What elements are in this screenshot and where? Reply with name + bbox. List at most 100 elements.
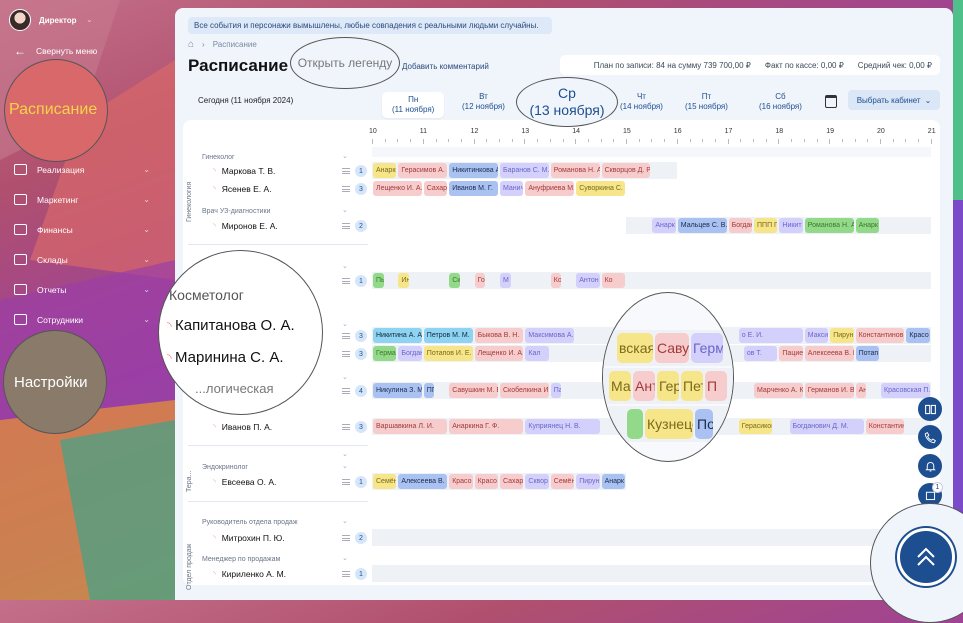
appointment[interactable]: П [705,371,727,401]
appointment[interactable]: Анаркина Г. Ф. [449,419,524,434]
tab-day-mon[interactable]: Пн(11 ноября) [382,92,445,118]
appointment[interactable] [627,409,643,439]
appointment[interactable]: Антон [576,273,600,288]
collapse-menu-button[interactable]: ← Свернуть меню [14,44,150,58]
chevron-down-icon[interactable]: ⌄ [342,153,348,160]
sidebar-item-1[interactable]: Маркетинг⌄ [14,194,150,205]
menu-lines-icon[interactable] [342,333,350,339]
menu-lines-icon[interactable] [342,571,350,577]
appointment[interactable]: Манич [500,181,524,196]
appointment[interactable]: Ма [609,371,631,401]
appointment[interactable]: Потап [855,346,879,361]
appointment[interactable]: Скобелкина И. [500,383,549,398]
appointment[interactable]: Баранов С. М. [500,163,549,178]
chevron-down-icon[interactable]: ⌄ [342,263,348,270]
staff-name[interactable]: ◝Маркова Т. В. [213,166,275,176]
appointment[interactable]: Ан [855,383,867,398]
appointment[interactable]: Красо [906,328,930,343]
avatar[interactable] [9,9,31,31]
menu-lines-icon[interactable] [342,351,350,357]
appointment[interactable]: Быкова В. Н. [474,328,524,343]
chevron-down-icon[interactable]: ⌄ [342,518,348,525]
appointment[interactable]: Лещенко И. А. [373,181,422,196]
appointment[interactable]: Красо [449,474,473,489]
appointment[interactable]: о Е. И. [738,328,803,343]
appointment[interactable]: Семён [373,474,397,489]
menu-lines-icon[interactable] [342,479,350,485]
appointment[interactable]: ПГ [423,383,435,398]
appointment[interactable]: М [500,273,511,288]
appointment[interactable]: Красо [474,474,498,489]
appointment[interactable]: Богданович Д. М. [789,419,864,434]
menu-lines-icon[interactable] [342,424,350,430]
appointment[interactable]: Романова Н. А. [804,218,854,233]
appointment[interactable]: Ин [398,273,410,288]
appointment[interactable]: Ко [601,273,625,288]
appointment[interactable]: Варшавкина Л. И. [373,419,448,434]
appointment[interactable]: Иванов М. Г. [449,181,498,196]
tab-day-tue[interactable]: Вт(12 ноября) [462,92,505,111]
appointment[interactable]: Максимова А. [525,328,575,343]
staff-name[interactable]: ◝Евсеева О. А. [213,477,276,487]
appointment[interactable]: Алексеева В. В. [398,474,448,489]
select-cabinet-dropdown[interactable]: Выбрать кабинет⌄ [848,90,940,110]
chevron-down-icon[interactable]: ⌄ [86,15,93,24]
appointment[interactable]: Куприянец Н. В. [525,419,600,434]
sidebar-item-4[interactable]: Отчеты⌄ [14,284,150,295]
appointment[interactable]: вская П. [617,333,653,363]
chevron-down-icon[interactable]: ⌄ [342,463,348,470]
menu-lines-icon[interactable] [342,168,350,174]
sidebar-item-2[interactable]: Финансы⌄ [14,224,150,235]
menu-lines-icon[interactable] [342,278,350,284]
appointment[interactable]: Никитинкова А. [449,163,498,178]
appointment[interactable]: Петро [681,371,703,401]
notifications-button[interactable] [918,454,942,478]
chevron-down-icon[interactable]: ⌄ [342,207,348,214]
appointment[interactable]: Герасимов А. А. [398,163,448,178]
sidebar-item-schedule[interactable]: Расписание [9,101,98,118]
appointment[interactable]: Кузнецов А. А. [645,409,693,439]
sidebar-item-0[interactable]: Реализация⌄ [14,164,150,175]
appointment[interactable]: Пирун [830,328,854,343]
appointment[interactable]: Суворкина С. [576,181,625,196]
appointment[interactable]: Никит [779,218,803,233]
appointment[interactable]: Савуш [655,333,689,363]
appointment[interactable]: Мальцев С. В. [677,218,727,233]
appointment[interactable]: ППП П [754,218,778,233]
appointment[interactable]: Ко [550,273,562,288]
appointment[interactable]: Герасиков [738,419,773,434]
menu-lines-icon[interactable] [342,223,350,229]
appointment[interactable]: Пацие [779,346,803,361]
add-comment-link[interactable]: Добавить комментарий [402,62,489,71]
appointment[interactable]: Константинов [855,328,905,343]
appointment[interactable]: Лещенко И. А. [474,346,524,361]
appointment[interactable]: Ск [449,273,460,288]
sidebar-item-3[interactable]: Склады⌄ [14,254,150,265]
chevron-down-icon[interactable]: ⌄ [342,321,348,328]
appointment[interactable]: Анарк [652,218,676,233]
appointment[interactable]: Кал [525,346,549,361]
staff-name[interactable]: ◝Кириленко А. М. [213,569,286,579]
appointment[interactable]: Скворцов Д. Р. [601,163,651,178]
tab-day-sat[interactable]: Сб(16 ноября) [759,92,802,111]
appointment[interactable]: Красовская П. [881,383,930,398]
appointment[interactable]: Герма [373,346,397,361]
appointment[interactable]: Никитина А. А. [373,328,422,343]
appointment[interactable]: Сахаров [423,181,448,196]
appointment[interactable]: Константинов [865,419,905,434]
appointment[interactable]: Петров М. М. [423,328,473,343]
appointment[interactable]: Богдан [728,218,752,233]
tab-day-fri[interactable]: Пт(15 ноября) [685,92,728,111]
sidebar-item-5[interactable]: Сотрудники⌄ [14,314,150,325]
appointment[interactable]: Никулина З. М. [373,383,422,398]
appointment[interactable]: Марченко А. К. [754,383,803,398]
appointment[interactable]: Алексеева В. В. [804,346,854,361]
staff-name[interactable]: ◝Миронов Е. А. [213,221,278,231]
tab-day-wed[interactable]: Ср(13 ноября) [529,85,605,118]
calendar-icon[interactable] [825,95,837,108]
home-icon[interactable]: ⌂ [188,39,195,50]
chevron-down-icon[interactable]: ⌄ [342,451,348,458]
scroll-top-button[interactable] [897,528,955,586]
appointment[interactable]: Па [550,383,562,398]
guide-button[interactable] [918,397,942,421]
